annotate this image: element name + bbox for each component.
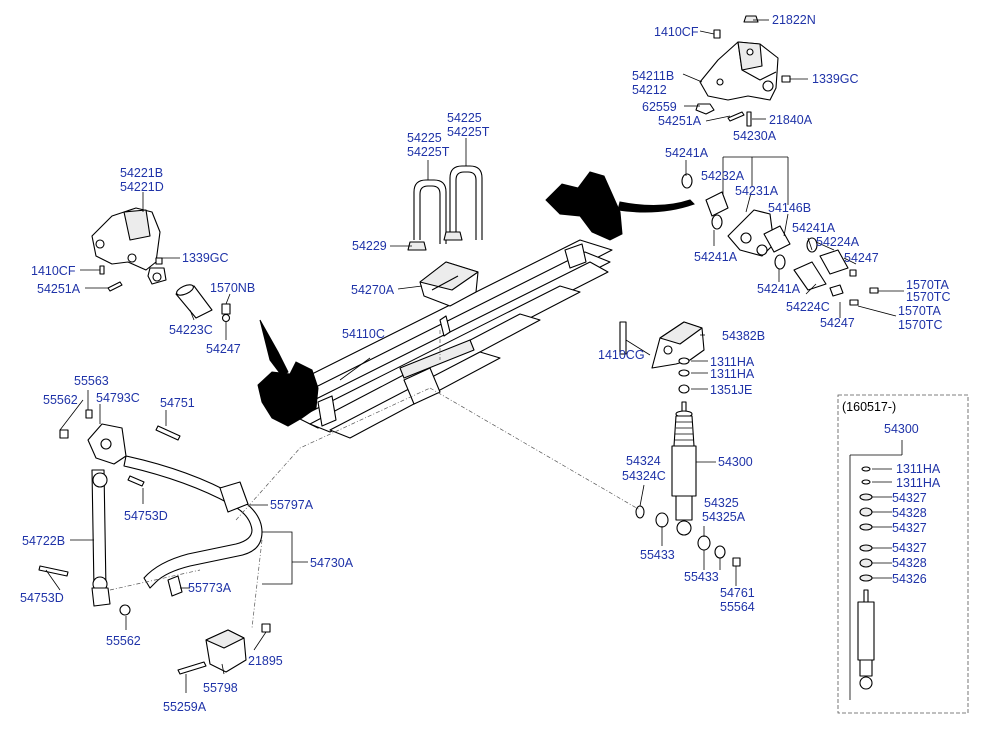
label-1339GC[interactable]: 1339GC [812,72,859,86]
label-55773A[interactable]: 55773A [188,581,232,595]
label-55563[interactable]: 55563 [74,374,109,388]
label-1570TA[interactable]: 1570TA [906,278,950,292]
label-54212[interactable]: 54212 [632,83,667,97]
label-54251A[interactable]: 54251A [37,282,81,296]
label-54327[interactable]: 54327 [892,541,927,555]
label-21822N[interactable]: 21822N [772,13,816,27]
label-54251A[interactable]: 54251A [658,114,702,128]
label-1410CF[interactable]: 1410CF [654,25,699,39]
shock-mount-bracket [619,321,705,394]
label-54325[interactable]: 54325 [704,496,739,510]
label-54223C[interactable]: 54223C [169,323,213,337]
label-54211B[interactable]: 54211B [632,69,674,83]
label-54751[interactable]: 54751 [160,396,195,410]
label-54230A[interactable]: 54230A [733,129,777,143]
label-55564[interactable]: 55564 [720,600,755,614]
label-54382B[interactable]: 54382B [722,329,765,343]
label-55798[interactable]: 55798 [203,681,238,695]
label-21840A[interactable]: 21840A [769,113,813,127]
label-21895[interactable]: 21895 [248,654,283,668]
inset-note: (160517-) [842,400,896,414]
u-bolts [407,165,483,251]
label-54241A[interactable]: 54241A [665,146,709,160]
shackle-group [681,173,879,306]
label-54300[interactable]: 54300 [718,455,753,469]
label-54730A[interactable]: 54730A [310,556,354,570]
label-1410CG[interactable]: 1410CG [598,348,645,362]
label-55562[interactable]: 55562 [43,393,78,407]
label-54793C[interactable]: 54793C [96,391,140,405]
label-54300[interactable]: 54300 [884,422,919,436]
part-labels: 21822N 1410CF 54211B 54212 1339GC 62559 … [20,13,950,714]
label-1570NB[interactable]: 1570NB [210,281,255,295]
drawings [38,15,969,714]
label-54247[interactable]: 54247 [844,251,879,265]
label-54225T[interactable]: 54225T [407,145,450,159]
label-54327[interactable]: 54327 [892,491,927,505]
label-54753D[interactable]: 54753D [124,509,168,523]
label-54225[interactable]: 54225 [447,111,482,125]
label-54761[interactable]: 54761 [720,586,755,600]
label-54722B[interactable]: 54722B [22,534,65,548]
label-54327[interactable]: 54327 [892,521,927,535]
label-1570TC[interactable]: 1570TC [898,318,942,332]
label-55797A[interactable]: 55797A [270,498,314,512]
label-55259A[interactable]: 55259A [163,700,207,714]
rear-hanger-bracket [91,207,167,292]
label-1311HA[interactable]: 1311HA [896,462,941,476]
label-1570TA[interactable]: 1570TA [898,304,942,318]
label-54328[interactable]: 54328 [892,506,927,520]
label-54753D[interactable]: 54753D [20,591,64,605]
shock-absorber [635,401,741,567]
construction-lines [109,330,641,629]
label-54270A[interactable]: 54270A [351,283,395,297]
front-hanger-bracket [695,15,791,127]
label-55433[interactable]: 55433 [640,548,675,562]
label-54224C[interactable]: 54224C [786,300,830,314]
label-1311HA[interactable]: 1311HA [710,367,755,381]
label-1311HA[interactable]: 1311HA [710,355,755,369]
label-54326[interactable]: 54326 [892,572,927,586]
label-54225[interactable]: 54225 [407,131,442,145]
label-54324C[interactable]: 54324C [622,469,666,483]
label-54324[interactable]: 54324 [626,454,661,468]
label-54110C[interactable]: 54110C [342,327,385,341]
label-54221D[interactable]: 54221D [120,180,164,194]
label-1410CF[interactable]: 1410CF [31,264,76,278]
label-54241A[interactable]: 54241A [757,282,801,296]
label-55433[interactable]: 55433 [684,570,719,584]
label-54325A[interactable]: 54325A [702,510,746,524]
stabilizer-assembly [38,409,271,675]
label-54241A[interactable]: 54241A [792,221,836,235]
label-55562[interactable]: 55562 [106,634,141,648]
label-54146B[interactable]: 54146B [768,201,811,215]
label-54241A[interactable]: 54241A [694,250,738,264]
label-54229[interactable]: 54229 [352,239,387,253]
label-54328[interactable]: 54328 [892,556,927,570]
label-54247[interactable]: 54247 [820,316,855,330]
label-54232A[interactable]: 54232A [701,169,745,183]
label-54225T[interactable]: 54225T [447,125,490,139]
label-1570TC[interactable]: 1570TC [906,290,950,304]
label-1311HA[interactable]: 1311HA [896,476,941,490]
label-54221B[interactable]: 54221B [120,166,163,180]
rear-bushing [175,284,231,323]
label-1339GC[interactable]: 1339GC [182,251,229,265]
label-54224A[interactable]: 54224A [816,235,860,249]
label-54231A[interactable]: 54231A [735,184,779,198]
leader-lines [45,19,904,693]
label-62559[interactable]: 62559 [642,100,677,114]
spring-pad [419,261,479,307]
label-1351JE[interactable]: 1351JE [710,383,752,397]
label-54247[interactable]: 54247 [206,342,241,356]
